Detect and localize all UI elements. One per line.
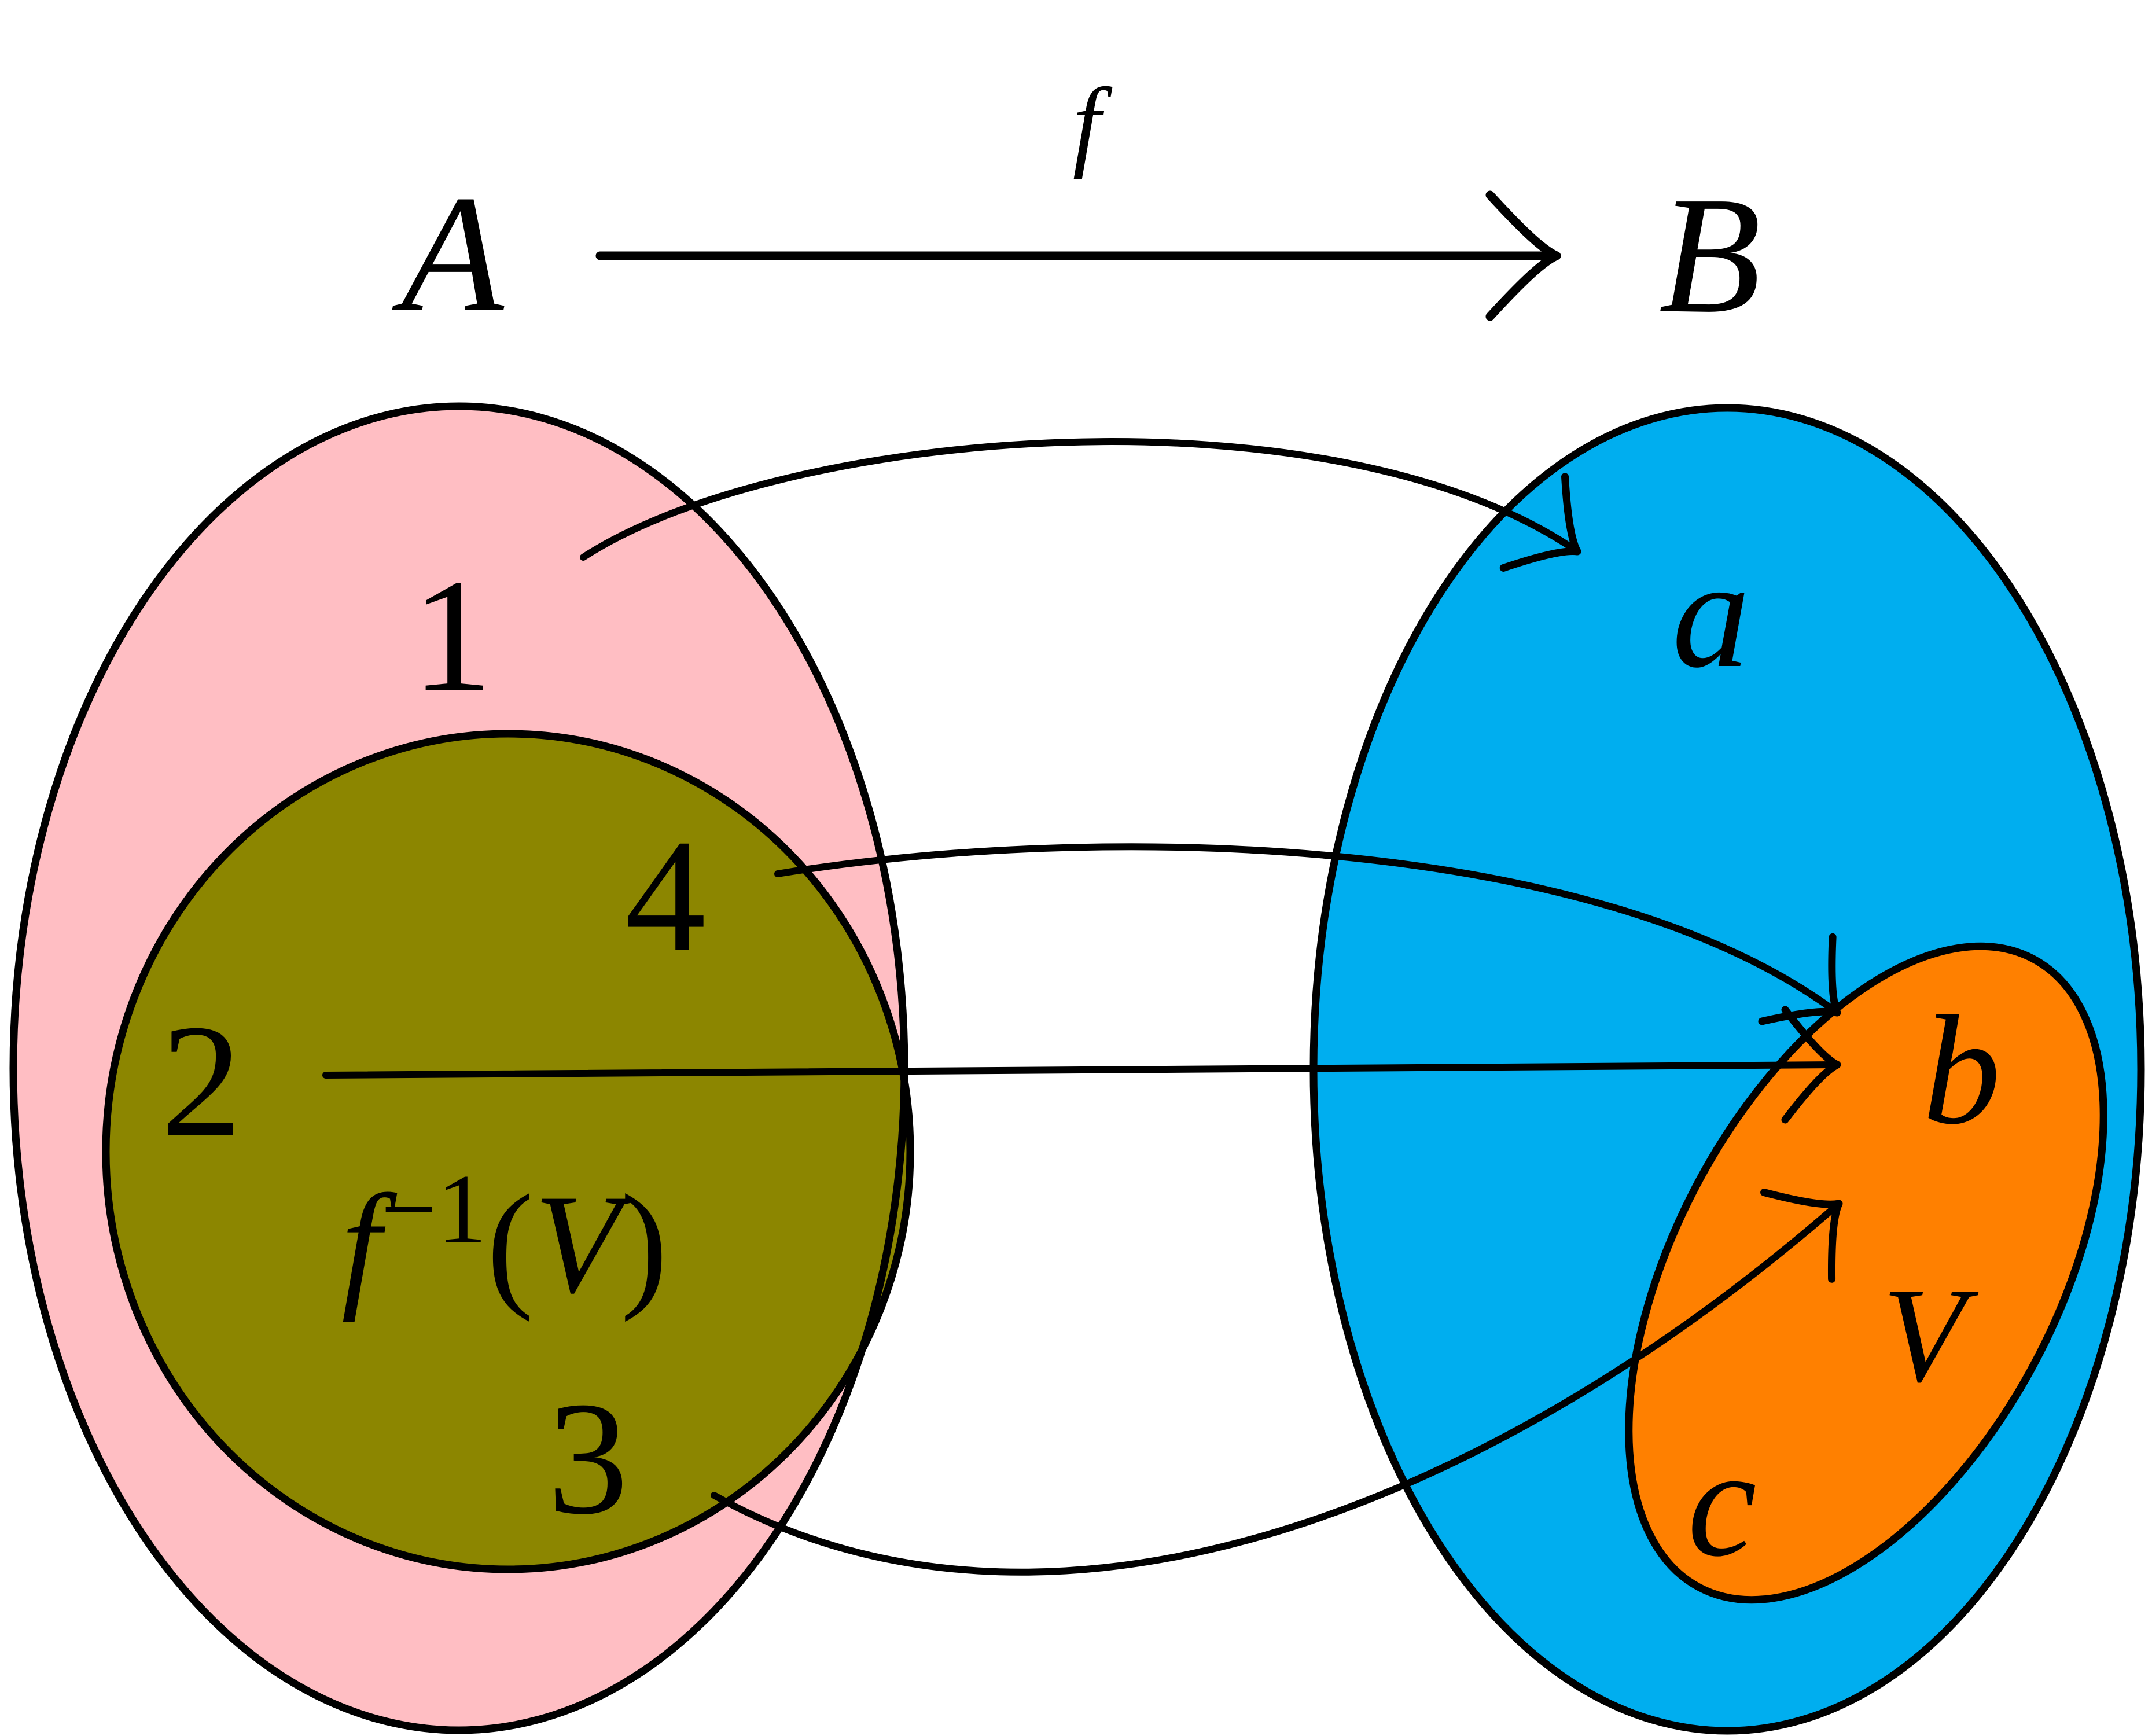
arrow-1-to-a bbox=[580, 438, 1581, 561]
preimage-outline bbox=[102, 730, 914, 1573]
element-1-label: 1 bbox=[411, 545, 492, 725]
subset-v-outline bbox=[1625, 942, 2107, 1604]
subset-v-label: V bbox=[1882, 1260, 1979, 1410]
arrow-1-to-a-head bbox=[1499, 473, 1581, 572]
arrow-2-to-b bbox=[322, 1061, 1837, 1079]
arrow-3-to-b bbox=[711, 1200, 1842, 1576]
element-3-label: 3 bbox=[547, 1368, 628, 1548]
set-a-label: A bbox=[391, 161, 506, 347]
function-label: f bbox=[1073, 67, 1113, 179]
arrow-3-to-b-head bbox=[1760, 1189, 1843, 1283]
arrow-2-to-b-head bbox=[1781, 1006, 1841, 1124]
set-b-label: B bbox=[1658, 162, 1761, 348]
arrow-4-to-b bbox=[774, 843, 1841, 1016]
element-4-label: 4 bbox=[625, 806, 706, 985]
preimage-region bbox=[106, 734, 910, 1569]
element-a-label: a bbox=[1672, 527, 1750, 700]
arrow-f-head bbox=[1485, 190, 1561, 321]
element-c-label: c bbox=[1687, 1416, 1757, 1589]
element-b-label: b bbox=[1923, 984, 2001, 1157]
preimage-label: f−1(V) bbox=[341, 1154, 668, 1322]
element-2-label: 2 bbox=[161, 991, 242, 1171]
